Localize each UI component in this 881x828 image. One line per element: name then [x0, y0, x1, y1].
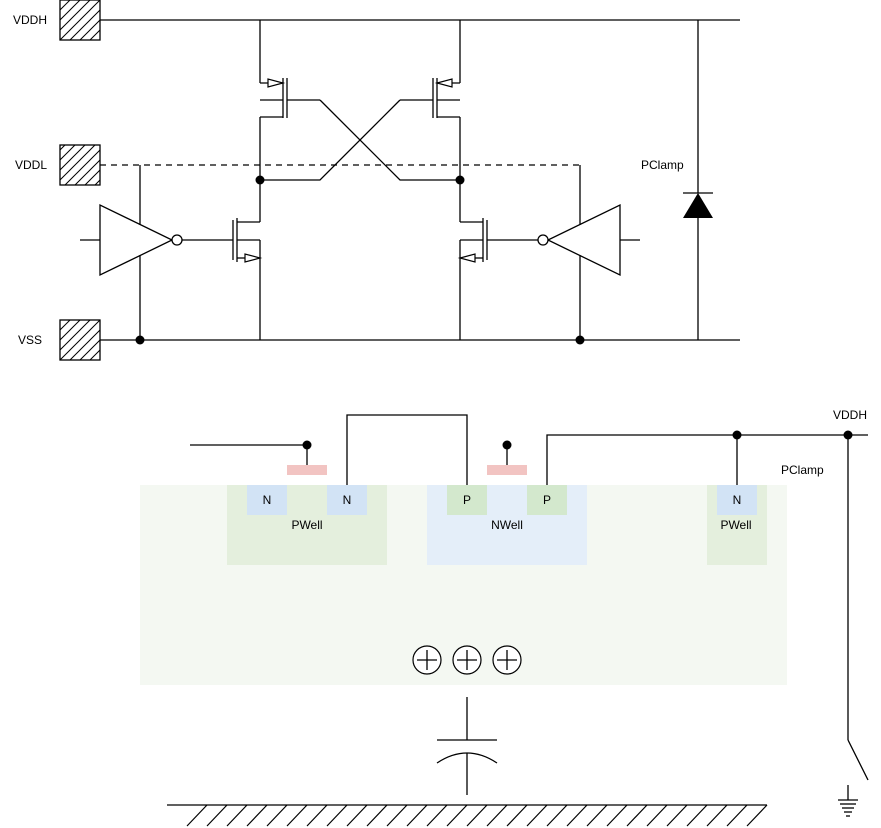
chassis-hatch-stroke: [286, 804, 308, 827]
n-diffusion-1-label: N: [263, 493, 272, 507]
chassis-hatch-stroke: [546, 804, 568, 827]
pmos-left: [259, 20, 320, 180]
pwell-left-label: PWell: [291, 518, 322, 532]
chassis-hatch-stroke: [526, 804, 548, 827]
chassis-hatch-stroke: [246, 804, 268, 827]
pin-vss-label: VSS: [18, 333, 42, 347]
inverter-left: [80, 165, 233, 340]
drain-connection: [346, 414, 468, 485]
chassis-hatch-stroke: [386, 804, 408, 827]
chassis-hatch-stroke: [306, 804, 328, 827]
plus-charge-icon: [452, 645, 482, 675]
chassis-hatch-stroke: [366, 804, 388, 827]
pwell-right-label: PWell: [720, 518, 751, 532]
p-diffusion-1: [447, 485, 487, 515]
n-diffusion-2-label: N: [343, 493, 352, 507]
ground-icon: [838, 799, 858, 817]
chassis-hatch-stroke: [626, 804, 648, 827]
chassis-hatch-stroke: [486, 804, 508, 827]
junction-vss-left: [135, 335, 145, 345]
chassis-hatch-stroke: [726, 804, 748, 827]
inverter-right: [487, 165, 640, 340]
pclamp-cross-label: PClamp: [781, 463, 824, 477]
chassis-hatch-stroke: [746, 804, 768, 827]
chassis-hatch-stroke: [346, 804, 368, 827]
pclamp-label: PClamp: [641, 158, 684, 172]
chassis-hatch-stroke: [666, 804, 688, 827]
n-diffusion-3: [717, 485, 757, 515]
p-diffusion-2: [527, 485, 567, 515]
chassis-ground-icon: [167, 804, 768, 827]
vddh-label: VDDH: [833, 408, 867, 422]
chassis-hatch-stroke: [646, 804, 668, 827]
chassis-hatch-stroke: [326, 804, 348, 827]
chassis-hatch-stroke: [466, 804, 488, 827]
gate-nmos: [287, 465, 327, 475]
gate-pmos-terminal: [502, 440, 512, 450]
chassis-hatch-stroke: [606, 804, 628, 827]
pclamp-diode: [683, 20, 713, 340]
cross-wire-b: [260, 99, 401, 181]
vddh-wire: [546, 434, 868, 485]
chassis-hatch-stroke: [566, 804, 588, 827]
gate-pmos: [487, 465, 527, 475]
nwell-label: NWell: [491, 518, 523, 532]
p-diffusion-2-label: P: [543, 493, 551, 507]
n-diffusion-1: [247, 485, 287, 515]
chassis-hatch-stroke: [506, 804, 528, 827]
junction-vss-right: [575, 335, 585, 345]
cross-wire-a: [319, 99, 460, 181]
chassis-hatch-stroke: [206, 804, 228, 827]
junction-pclamp: [732, 430, 742, 440]
plus-charge-icon: [492, 645, 522, 675]
chassis-hatch-stroke: [426, 804, 448, 827]
pin-vddh-label: VDDH: [13, 13, 47, 27]
nmos-right: [457, 180, 488, 340]
pin-vddl: VDDL: [15, 144, 101, 186]
plus-charge-icon: [412, 645, 442, 675]
chassis-hatch-stroke: [586, 804, 608, 827]
nmos-left: [232, 180, 263, 340]
chassis-hatch-stroke: [686, 804, 708, 827]
n-diffusion-2: [327, 485, 367, 515]
chassis-hatch-stroke: [406, 804, 428, 827]
chassis-hatch-stroke: [266, 804, 288, 827]
pin-vddh: VDDH: [13, 0, 101, 41]
chassis-hatch-stroke: [706, 804, 728, 827]
pmos-right: [400, 20, 461, 180]
pin-vddl-label: VDDL: [15, 158, 47, 172]
n-diffusion-3-label: N: [733, 493, 742, 507]
chassis-hatch-stroke: [186, 804, 208, 827]
ground-switch: [847, 435, 869, 800]
substrate-capacitor: [436, 697, 498, 795]
pin-vss: VSS: [18, 319, 101, 361]
p-diffusion-1-label: P: [463, 493, 471, 507]
chassis-hatch-stroke: [446, 804, 468, 827]
chassis-hatch-stroke: [226, 804, 248, 827]
